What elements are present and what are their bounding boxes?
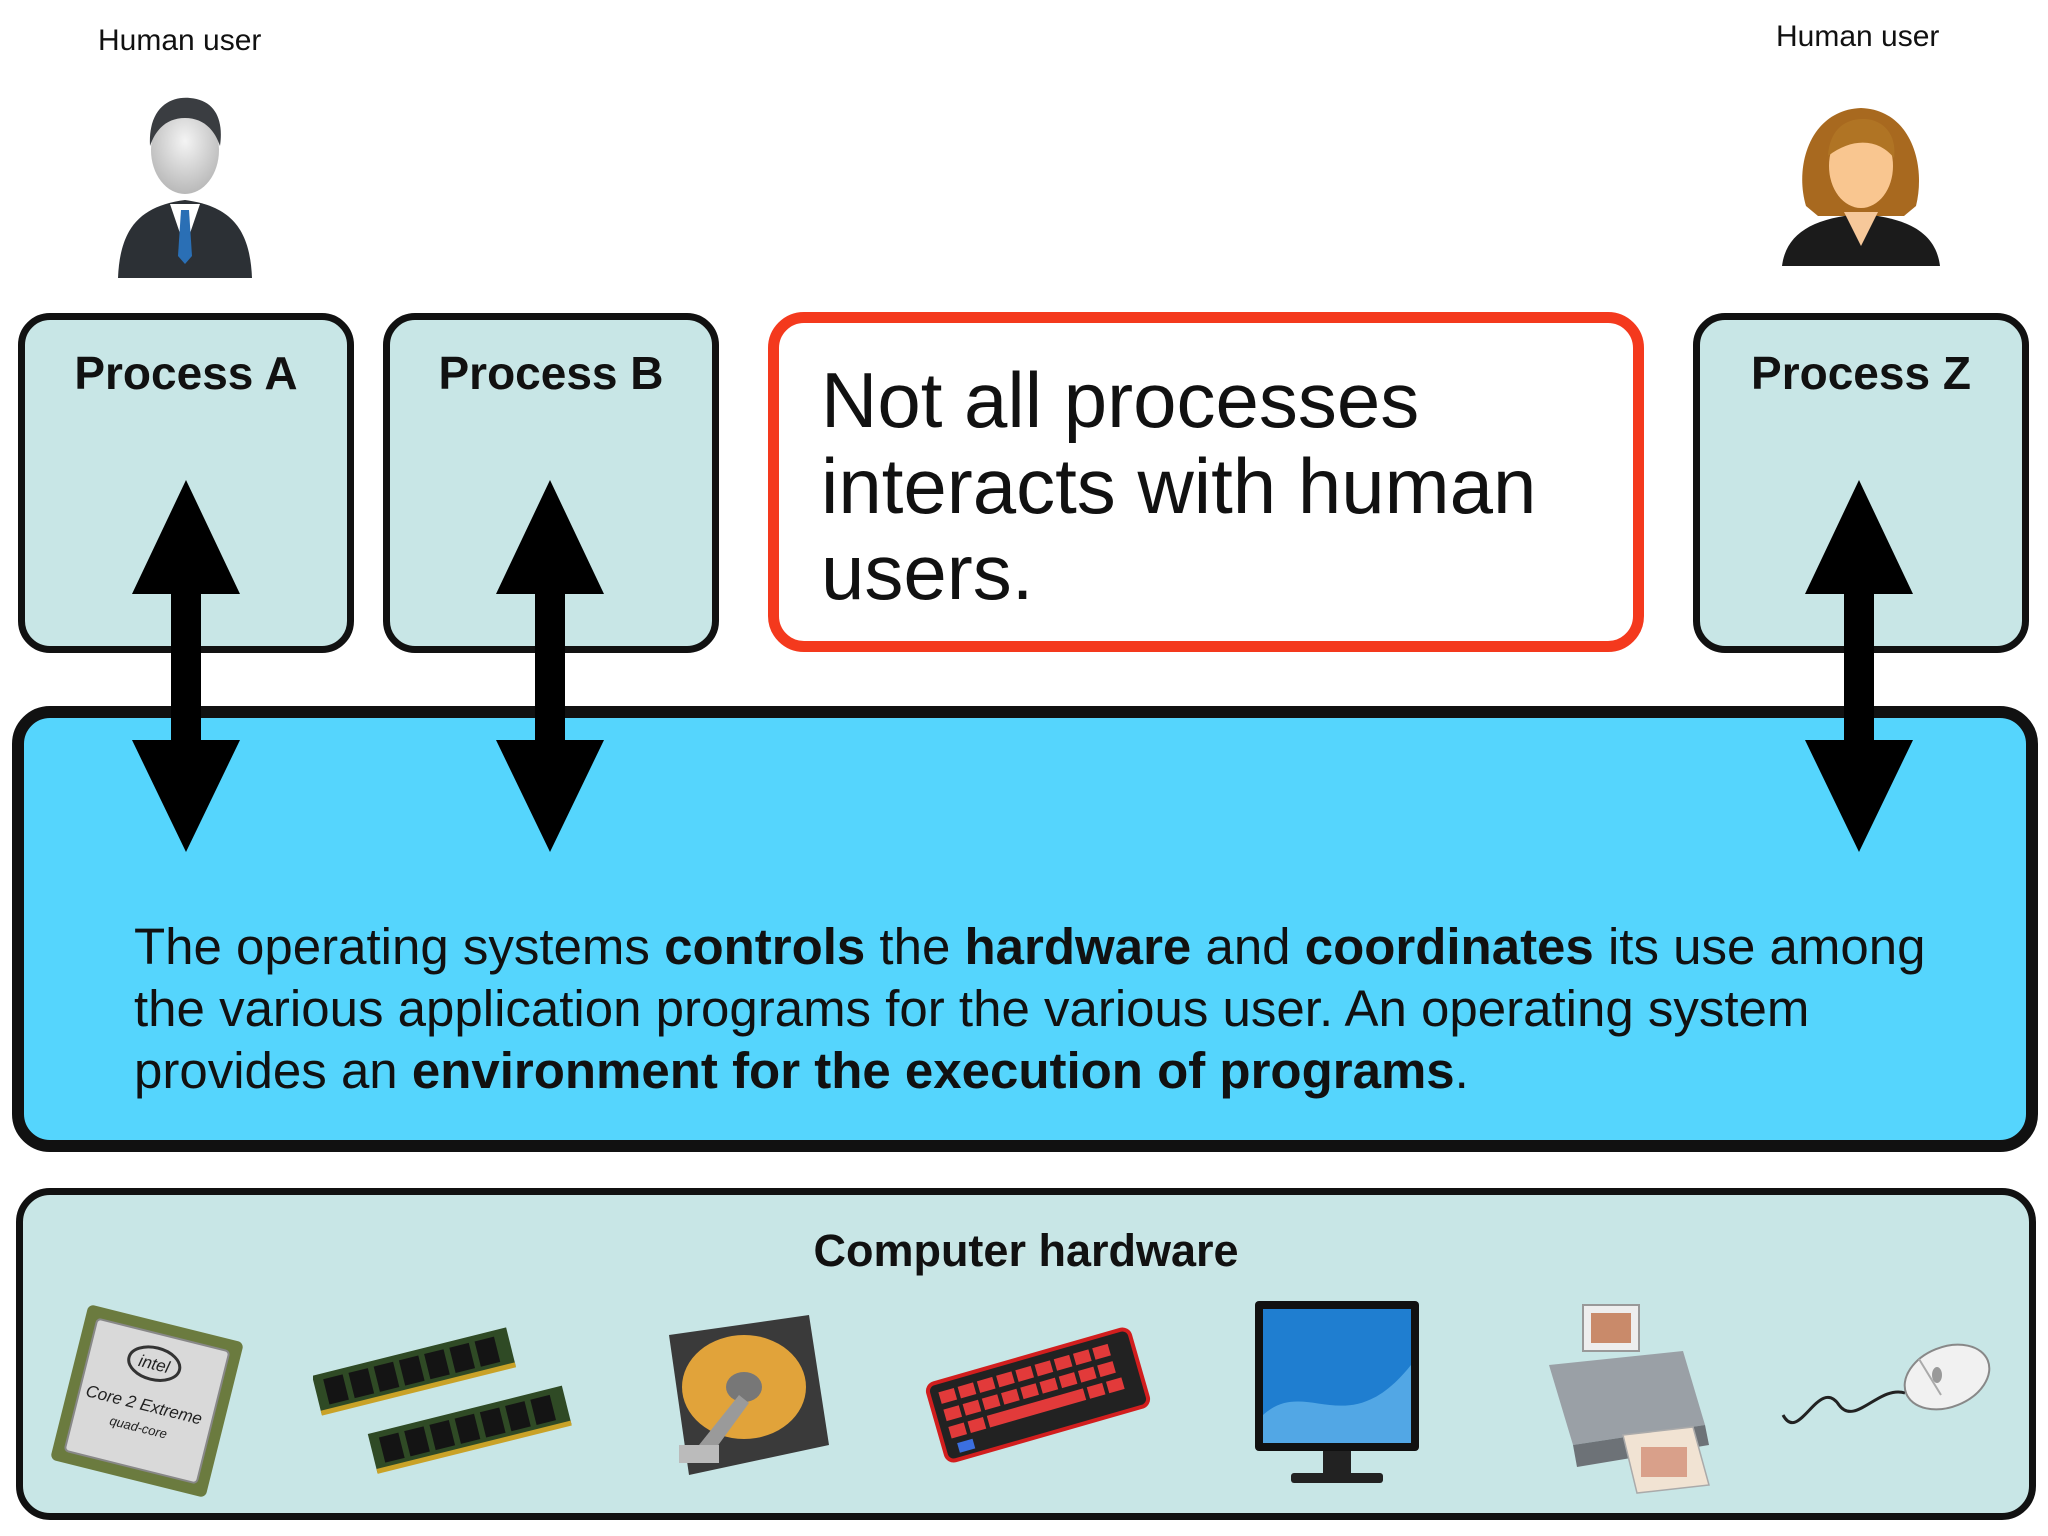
os-text-segment: its use among the various application pr… — [134, 918, 1926, 1099]
process-z-title: Process Z — [1751, 347, 1971, 399]
os-text-segment: and — [1191, 918, 1305, 975]
note-callout: Not all processes interacts with human u… — [768, 312, 1644, 652]
businesswoman-avatar-icon — [1776, 96, 1946, 266]
double-arrow-process-z — [1805, 480, 1913, 852]
user-label-right: Human user — [1776, 20, 1940, 53]
note-text: Not all processes interacts with human u… — [821, 356, 1537, 616]
process-b-title: Process B — [438, 347, 664, 399]
keyboard-icon — [923, 1315, 1153, 1480]
double-arrow-process-a — [132, 480, 240, 852]
operating-system-box: The operating systems controls the hardw… — [12, 706, 2038, 1152]
double-arrow-process-b — [496, 480, 604, 852]
businessman-avatar-icon — [110, 88, 260, 278]
os-text-segment: . — [1454, 1042, 1469, 1099]
mouse-icon — [1769, 1315, 1999, 1460]
user-label-left: Human user — [98, 24, 262, 57]
os-text-bold-segment: controls — [664, 918, 866, 975]
os-text-bold-segment: coordinates — [1304, 918, 1594, 975]
process-a-title: Process A — [74, 347, 298, 399]
hard-disk-icon — [639, 1295, 839, 1500]
hardware-title: Computer hardware — [813, 1225, 1239, 1276]
os-text-segment: The operating systems — [134, 918, 665, 975]
monitor-icon — [1247, 1295, 1427, 1500]
ram-icon — [312, 1315, 573, 1500]
printer-icon — [1533, 1295, 1723, 1500]
os-text-bold-segment: environment for the execution of program… — [411, 1042, 1455, 1099]
cpu-icon: intel Core 2 Extreme quad-core — [47, 1301, 247, 1506]
operating-system-description: The operating systems controls the hardw… — [134, 916, 1974, 1102]
process-z-box: Process Z — [1693, 313, 2029, 653]
computer-hardware-box: Computer hardware intel Core 2 Extreme q… — [16, 1188, 2036, 1520]
os-text-bold-segment: hardware — [964, 918, 1192, 975]
os-text-segment: the — [865, 918, 965, 975]
